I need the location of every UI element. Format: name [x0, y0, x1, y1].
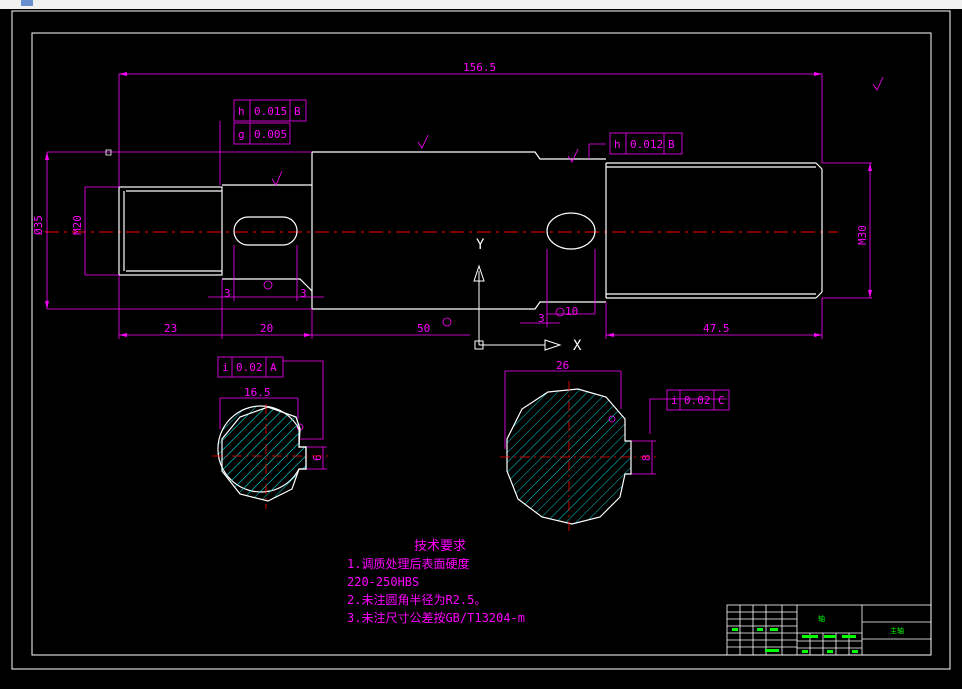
outer-border: [11, 10, 951, 670]
tol2-value: 0.005: [254, 128, 287, 141]
window-title-bar: [0, 0, 962, 9]
cross-section-2: [500, 381, 660, 531]
tol5-datum: C: [718, 394, 725, 407]
tol5-symbol: i: [671, 394, 678, 407]
tol2-symbol: g: [238, 128, 245, 141]
tol3-value: 0.012: [630, 138, 663, 151]
ucs-axis-icon: [473, 264, 562, 351]
dim-sec2-width: 26: [556, 359, 569, 372]
dim-len-20: 20: [260, 322, 273, 335]
tol5-value: 0.02: [684, 394, 711, 407]
dimension-arrows: [45, 72, 872, 337]
tol3-datum: B: [668, 138, 675, 151]
tolerance-frame-5: i 0.02 C: [666, 389, 730, 411]
dim-sec2-small: 8: [640, 454, 653, 461]
tol1-datum: B: [294, 105, 301, 118]
cad-drawing: 156.5 Ø35 M20 M30 23 20 50 47.5 3 3 3 10…: [11, 10, 951, 670]
tolerance-frame-1: h 0.015 B: [233, 99, 307, 122]
tol3-symbol: h: [614, 138, 621, 151]
dim-key-3c: 3: [538, 312, 545, 325]
dim-sec1-small: 6: [311, 454, 324, 461]
tolerance-frame-3: h 0.012 B: [609, 132, 683, 155]
dim-len-47-5: 47.5: [703, 322, 730, 335]
dim-d-left-shoulder: Ø35: [32, 215, 45, 235]
title-block-marks: [732, 628, 858, 653]
dimension-lines: [46, 73, 872, 475]
tol4-symbol: i: [222, 361, 229, 374]
tol4-value: 0.02: [236, 361, 263, 374]
dim-key-3b: 3: [300, 287, 307, 300]
tech-req-title: 技术要求: [414, 539, 466, 554]
tol4-datum: A: [270, 361, 277, 374]
tech-req-line-1: 1.调质处理后表面硬度: [347, 556, 469, 571]
dim-d-left-end: M20: [71, 215, 84, 235]
dim-d-right-end: M30: [856, 225, 869, 245]
dim-key-3a: 3: [224, 287, 231, 300]
tol1-symbol: h: [238, 105, 245, 118]
surface-finish-symbols: [263, 76, 884, 431]
tol1-value: 0.015: [254, 105, 287, 118]
tech-req-line-2: 220-250HBS: [347, 575, 419, 589]
dim-len-23: 23: [164, 322, 177, 335]
inner-border: [31, 32, 932, 656]
tech-req-line-4: 3.未注尺寸公差按GB/T13204-m: [347, 610, 525, 625]
corner-marker: [105, 149, 112, 156]
dim-sec1-width: 16.5: [244, 386, 271, 399]
axis-y-label: Y: [476, 237, 485, 253]
title-block-drawing-name: 主轴: [890, 626, 904, 635]
tolerance-frame-4: i 0.02 A: [217, 356, 284, 378]
title-block-part-name: 轴: [818, 614, 825, 623]
window-tab-icon[interactable]: [21, 0, 33, 6]
shaft-outline: [118, 151, 823, 310]
dim-key-10: 10: [565, 305, 578, 318]
dim-overall: 156.5: [463, 61, 496, 74]
tolerance-frame-2: g 0.005: [233, 122, 291, 145]
title-block: [726, 604, 932, 656]
cross-section-1: [212, 404, 330, 509]
dim-len-50: 50: [417, 322, 430, 335]
axis-x-label: X: [573, 338, 582, 354]
cad-canvas[interactable]: 156.5 Ø35 M20 M30 23 20 50 47.5 3 3 3 10…: [0, 9, 962, 685]
tech-req-line-3: 2.未注圆角半径为R2.5。: [347, 592, 486, 607]
